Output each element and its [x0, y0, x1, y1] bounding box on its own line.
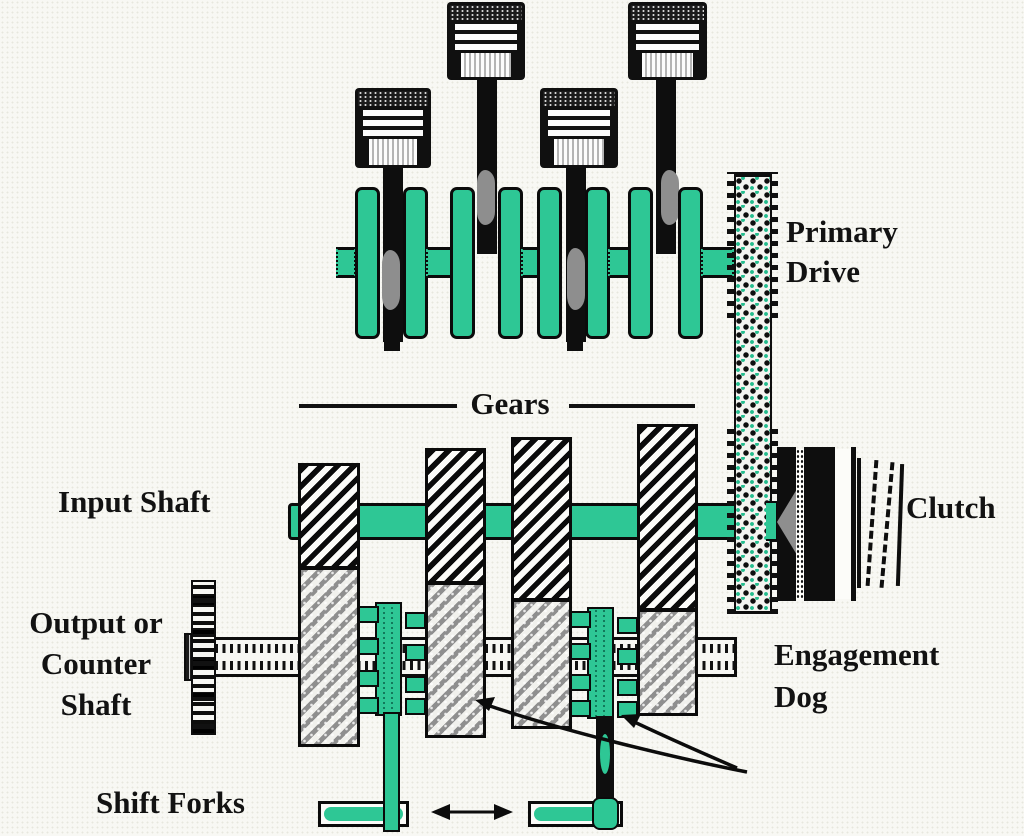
dog-tooth — [358, 638, 379, 655]
piston-ring — [363, 120, 423, 126]
piston-ring — [455, 44, 517, 50]
gears-divider-right — [569, 404, 695, 408]
label-output-shaft: Output or Counter Shaft — [12, 602, 180, 725]
shift-fork-2-boss — [592, 797, 619, 830]
dog-tooth — [358, 606, 379, 623]
dog-tooth — [570, 700, 591, 717]
label-shift-forks: Shift Forks — [96, 785, 245, 820]
rod-end-tab-1 — [384, 338, 400, 351]
crank-web — [678, 187, 703, 339]
final-drive-sprocket — [191, 580, 216, 735]
piston-1 — [355, 88, 431, 168]
piston-4 — [628, 2, 707, 80]
rod-bearing-2 — [477, 170, 495, 225]
crank-web — [450, 187, 475, 339]
label-input-shaft: Input Shaft — [58, 484, 211, 519]
leader-arrowhead-2 — [621, 714, 641, 728]
label-line: Engagement — [774, 637, 940, 672]
label-line: Dog — [774, 679, 828, 714]
piston-skirt — [369, 139, 417, 165]
piston-3 — [540, 88, 618, 168]
clutch-steel-plate — [835, 449, 851, 599]
label-engagement-dog: Engagement Dog — [774, 634, 939, 718]
label-line: Counter — [40, 646, 152, 681]
dog-tooth — [570, 611, 591, 628]
engagement-dog-2 — [570, 607, 638, 719]
input-gear-3 — [511, 437, 572, 601]
dog-tooth — [405, 612, 426, 629]
arrowhead-right — [494, 804, 513, 820]
dog-tooth — [617, 648, 638, 665]
output-gear-2 — [425, 582, 486, 738]
dog-tooth — [570, 643, 591, 660]
dog-tooth — [617, 679, 638, 696]
piston-ring — [548, 130, 610, 136]
piston-crown — [450, 5, 522, 20]
dog-tooth — [405, 698, 426, 715]
output-gear-4 — [637, 609, 698, 716]
leader-line-dog-1 — [483, 702, 748, 774]
clutch-spring-plate — [857, 458, 861, 588]
dog-tooth — [358, 670, 379, 687]
crank-web — [628, 187, 653, 339]
piston-skirt — [642, 53, 693, 77]
piston-skirt — [461, 53, 511, 77]
piston-ring — [363, 130, 423, 136]
dog-tooth — [358, 697, 379, 714]
label-clutch: Clutch — [906, 490, 996, 525]
crank-web — [537, 187, 562, 339]
piston-ring — [548, 110, 610, 116]
output-gear-1 — [298, 567, 360, 747]
dog-tooth — [617, 617, 638, 634]
piston-ring — [636, 44, 699, 50]
piston-crown — [543, 91, 615, 106]
piston-ring — [455, 24, 517, 30]
output-gear-3 — [511, 599, 572, 729]
rod-bearing-1 — [382, 250, 400, 310]
piston-crown — [358, 91, 428, 106]
label-line: Shaft — [60, 687, 132, 722]
clutch-outer-plate — [851, 447, 856, 601]
primary-drive-chain — [734, 172, 772, 613]
dog-tooth — [405, 644, 426, 661]
piston-skirt — [554, 139, 604, 165]
leader-arrowhead-1 — [475, 697, 495, 711]
label-line: Output or — [29, 605, 163, 640]
piston-ring — [548, 120, 610, 126]
piston-ring — [636, 34, 699, 40]
piston-crown — [631, 5, 704, 20]
gears-divider-left — [299, 404, 457, 408]
shift-fork-1 — [383, 712, 400, 832]
shift-fork-2-pin — [600, 734, 610, 774]
rod-bearing-4 — [661, 170, 679, 225]
piston-ring — [636, 24, 699, 30]
piston-ring — [455, 34, 517, 40]
piston-2 — [447, 2, 525, 80]
clutch-basket — [804, 447, 835, 601]
label-gears: Gears — [470, 386, 550, 421]
arrowhead-left — [431, 804, 450, 820]
dog-tooth — [405, 676, 426, 693]
crank-web — [355, 187, 380, 339]
dog-tooth — [570, 674, 591, 691]
leader-line-dog-2 — [629, 718, 738, 770]
input-gear-4 — [637, 424, 698, 611]
label-primary-drive: Primary Drive — [786, 212, 898, 292]
rod-bearing-3 — [567, 248, 585, 310]
rod-end-tab-3 — [567, 338, 583, 351]
dog-hub — [587, 607, 614, 719]
label-line: Primary — [786, 214, 898, 249]
piston-ring — [363, 110, 423, 116]
label-line: Drive — [786, 254, 861, 289]
clutch-friction-plate — [796, 449, 804, 599]
